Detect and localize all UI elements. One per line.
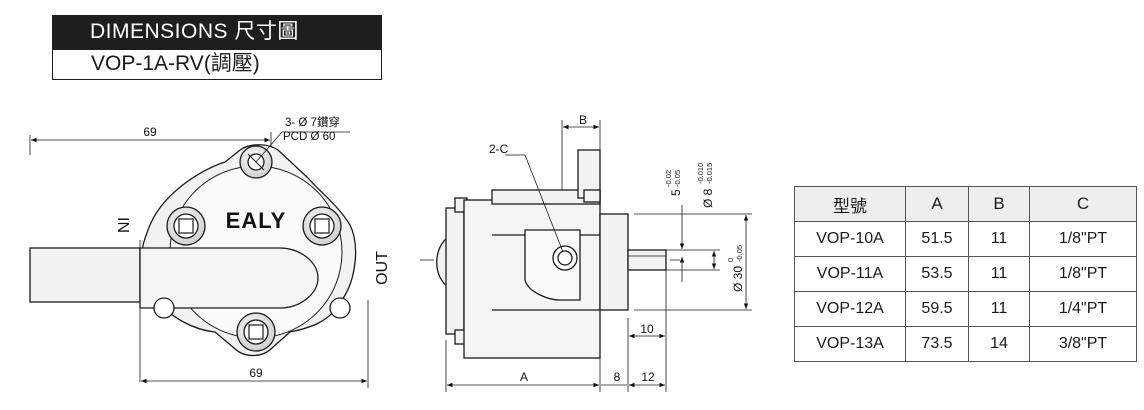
cell-b: 11 <box>968 256 1030 292</box>
bolt-bottom <box>236 312 276 352</box>
cell-model: VOP-11A <box>794 256 906 292</box>
cell-model: VOP-13A <box>794 326 906 362</box>
bolt-right <box>302 206 342 246</box>
dim-bottom-label: 69 <box>249 366 263 380</box>
hole-note-2: PCD Ø 60 <box>283 131 335 143</box>
port-in-label: IN <box>114 217 131 233</box>
brand-logo-text: EALY <box>226 208 287 233</box>
svg-text:-0.05: -0.05 <box>735 245 744 262</box>
hole-note-1: 3- Ø 7鑽穿 <box>285 115 340 129</box>
svg-text:-0.015: -0.015 <box>705 163 714 184</box>
shaft-dia-callout: Ø 8 -0.010 -0.015 <box>696 163 715 208</box>
svg-text:Ø 30: Ø 30 <box>731 266 745 292</box>
key-width-callout: 5 -0.02 -0.05 <box>664 170 683 196</box>
header-c: C <box>1029 186 1137 222</box>
cell-b: 11 <box>968 291 1030 327</box>
model-text: VOP-1A-RV(調壓) <box>91 52 260 75</box>
cell-model: VOP-12A <box>794 291 906 327</box>
table-row: VOP-12A 59.5 11 1/4"PT <box>794 291 1137 327</box>
svg-text:-0.010: -0.010 <box>696 163 705 184</box>
cell-c: 1/8"PT <box>1029 256 1137 292</box>
port-out-label: OUT <box>374 251 391 285</box>
dim-a-label: A <box>520 370 528 384</box>
cell-a: 73.5 <box>905 326 969 362</box>
svg-text:Ø 8: Ø 8 <box>701 188 715 208</box>
cell-c: 3/8"PT <box>1029 326 1137 362</box>
dim-12-label: 12 <box>641 370 655 384</box>
front-view <box>29 131 369 388</box>
header-a: A <box>905 186 969 222</box>
cell-a: 59.5 <box>905 291 969 327</box>
svg-text:5: 5 <box>669 189 683 196</box>
svg-text:0: 0 <box>726 258 735 262</box>
model-banner: VOP-1A-RV(調壓) <box>52 49 382 80</box>
side-view <box>420 120 752 392</box>
dim-top-label: 69 <box>143 125 157 139</box>
svg-text:-0.02: -0.02 <box>664 170 673 187</box>
dim-8-label: 8 <box>614 370 621 384</box>
cell-c: 1/8"PT <box>1029 221 1137 257</box>
cell-model: VOP-10A <box>794 221 906 257</box>
header-model: 型號 <box>794 186 906 222</box>
chamfer-label: 2-C <box>489 142 509 156</box>
header-b: B <box>968 186 1030 222</box>
cell-a: 53.5 <box>905 256 969 292</box>
title-banner: DIMENSIONS 尺寸圖 <box>52 15 382 49</box>
bolt-left <box>166 206 206 246</box>
title-text: DIMENSIONS 尺寸圖 <box>90 20 299 43</box>
spec-table-header: 型號 A B C <box>794 186 1137 222</box>
spec-table: 型號 A B C VOP-10A 51.5 11 1/8"PT VOP-11A … <box>794 186 1137 362</box>
cell-b: 11 <box>968 221 1030 257</box>
cell-b: 14 <box>968 326 1030 362</box>
pilot-dia-callout: Ø 30 0 -0.05 <box>726 245 745 292</box>
svg-text:-0.05: -0.05 <box>673 170 682 187</box>
cell-c: 1/4"PT <box>1029 291 1137 327</box>
table-row: VOP-11A 53.5 11 1/8"PT <box>794 256 1137 292</box>
dim-10-label: 10 <box>640 322 654 336</box>
table-row: VOP-13A 73.5 14 3/8"PT <box>794 326 1137 362</box>
table-row: VOP-10A 51.5 11 1/8"PT <box>794 221 1137 257</box>
cell-a: 51.5 <box>905 221 969 257</box>
dim-b-label: B <box>579 113 587 127</box>
